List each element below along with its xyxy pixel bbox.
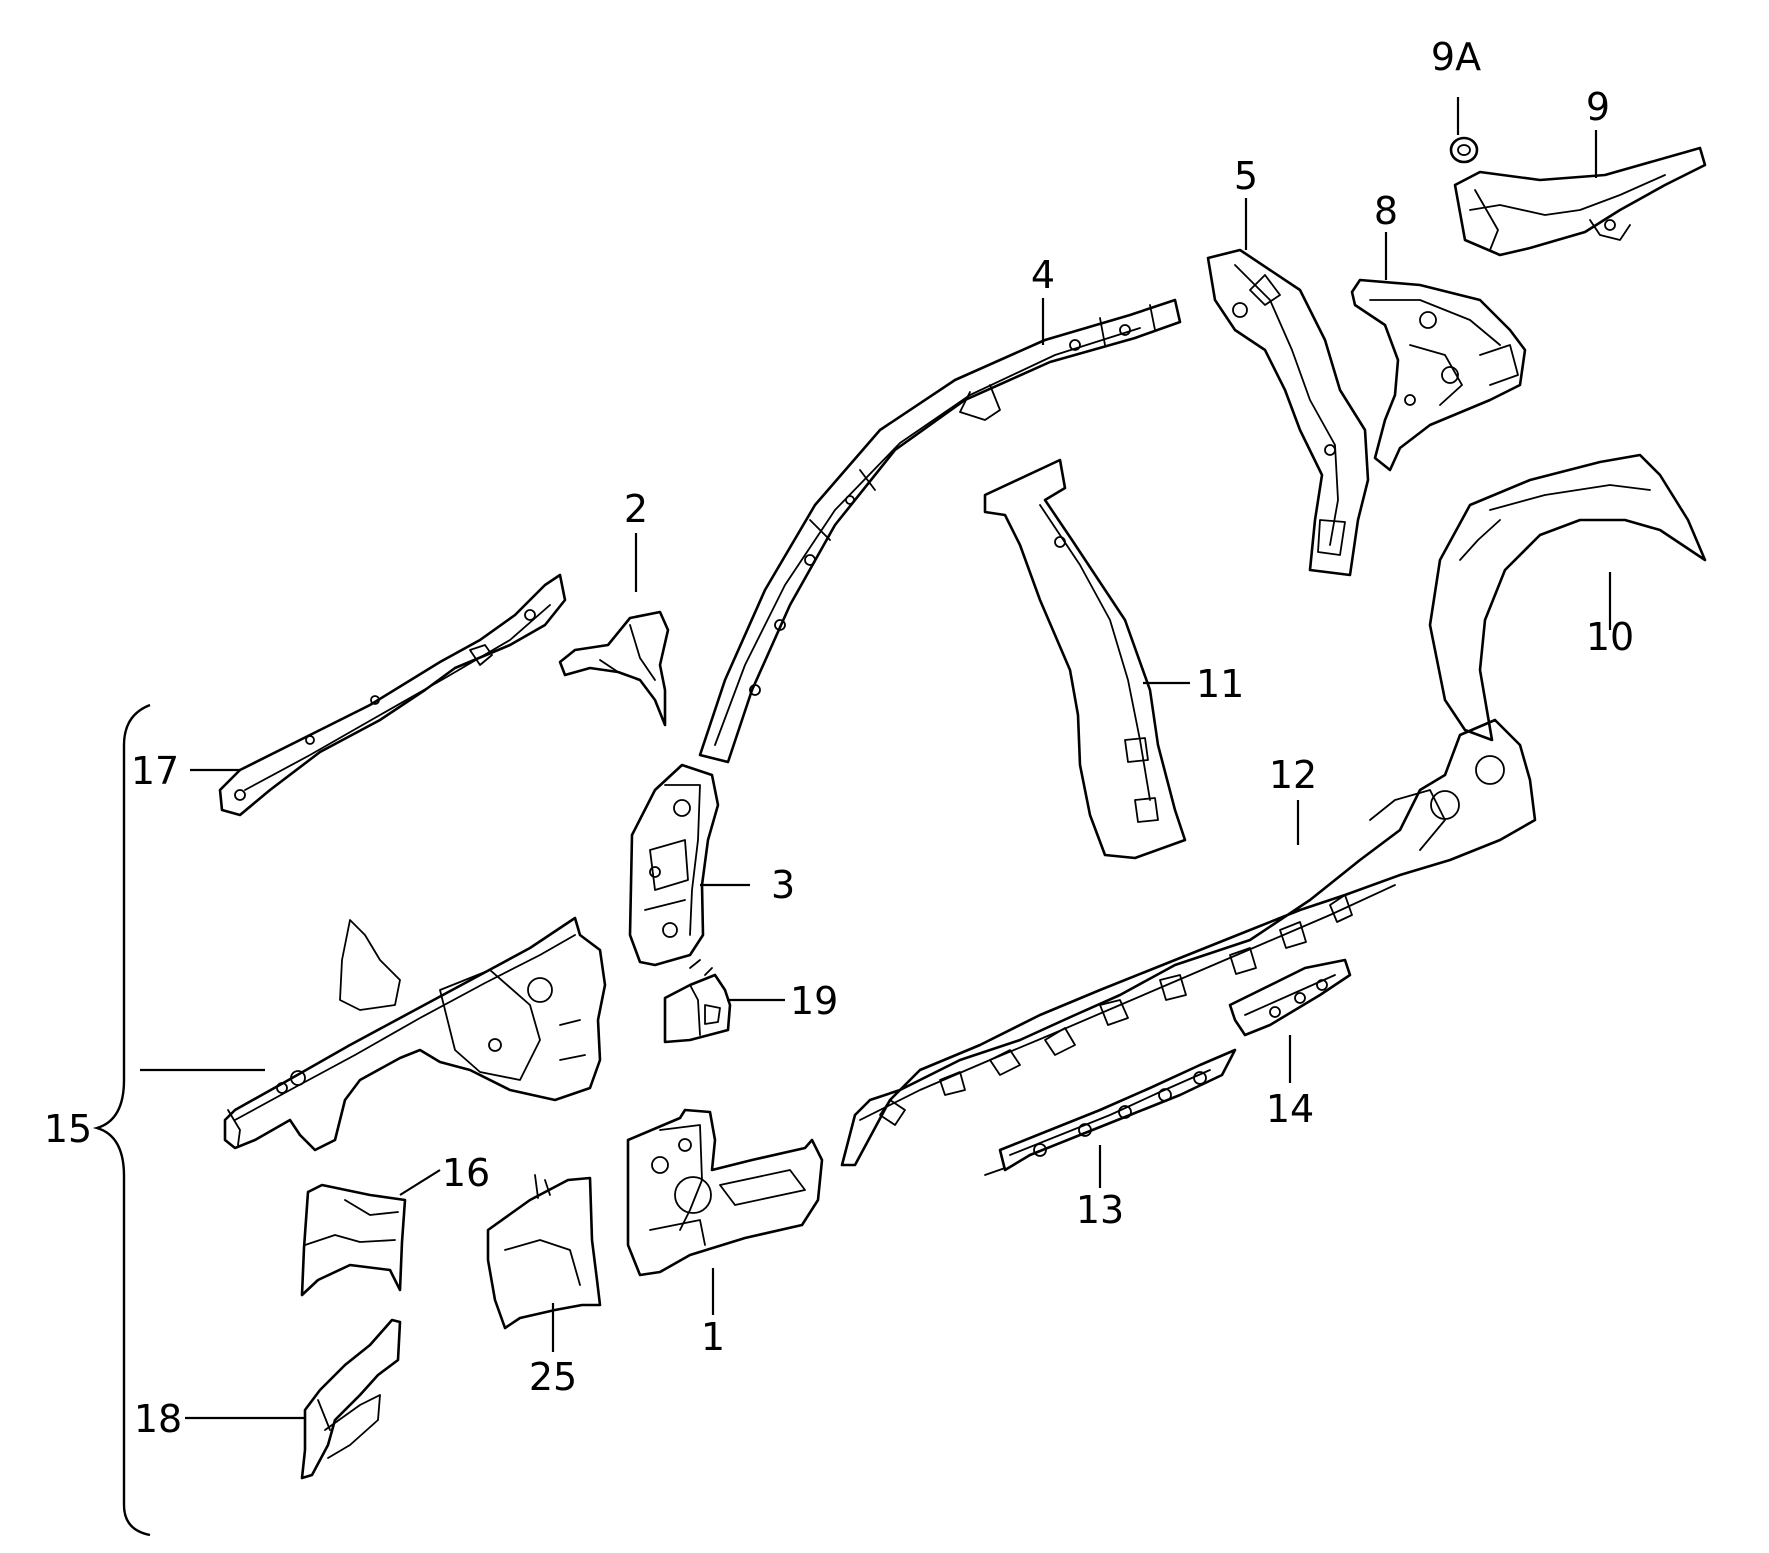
callout-15: 15 bbox=[44, 1107, 92, 1151]
part-11-b-pillar-inner bbox=[983, 458, 1187, 860]
part-3-a-pillar-lower bbox=[628, 763, 720, 967]
part-8-wheelhouse-inner bbox=[1350, 278, 1527, 472]
part-17-upper-side-member bbox=[218, 573, 567, 817]
leader-lines bbox=[140, 97, 1612, 1420]
part-4-roof-rail bbox=[698, 298, 1182, 764]
callout-9: 9 bbox=[1586, 85, 1610, 129]
callout-1: 1 bbox=[701, 1315, 725, 1359]
callout-10: 10 bbox=[1586, 615, 1634, 659]
part-9a-grommet bbox=[1449, 136, 1479, 164]
part-10-wheelhouse-outer bbox=[1428, 453, 1707, 742]
callout-labels: 1 2 3 4 5 8 9 9A 10 11 12 13 14 15 16 17… bbox=[44, 35, 1634, 1441]
callout-3: 3 bbox=[771, 863, 795, 907]
callout-19: 19 bbox=[790, 979, 838, 1023]
callout-9a: 9A bbox=[1431, 35, 1481, 79]
part-5-c-pillar-inner bbox=[1206, 248, 1370, 577]
callout-14: 14 bbox=[1266, 1087, 1314, 1131]
callout-4: 4 bbox=[1031, 253, 1055, 297]
part-2-wheelhouse-bracket bbox=[558, 610, 670, 727]
part-16-plate bbox=[300, 1183, 407, 1297]
part-1-sill-base bbox=[626, 1108, 824, 1277]
part-19-bracket bbox=[663, 959, 732, 1044]
callout-2: 2 bbox=[624, 487, 648, 531]
part-18-strut bbox=[300, 1318, 402, 1480]
callout-17: 17 bbox=[131, 749, 179, 793]
part-14-bracket bbox=[1228, 958, 1352, 1037]
callout-13: 13 bbox=[1076, 1188, 1124, 1232]
callout-12: 12 bbox=[1269, 753, 1317, 797]
part-25-closing-panel bbox=[486, 1174, 602, 1330]
part-15-front-side-member bbox=[223, 916, 607, 1152]
callout-8: 8 bbox=[1374, 189, 1398, 233]
group-15-brace bbox=[92, 703, 151, 1537]
part-12-sill-inner bbox=[840, 718, 1537, 1167]
callout-11: 11 bbox=[1196, 662, 1244, 706]
callout-5: 5 bbox=[1234, 154, 1258, 198]
callout-18: 18 bbox=[134, 1397, 182, 1441]
callout-16: 16 bbox=[442, 1151, 490, 1195]
callout-25: 25 bbox=[529, 1355, 577, 1399]
part-9-rear-side-member bbox=[1453, 146, 1707, 257]
part-13-reinforcement bbox=[984, 1048, 1237, 1176]
